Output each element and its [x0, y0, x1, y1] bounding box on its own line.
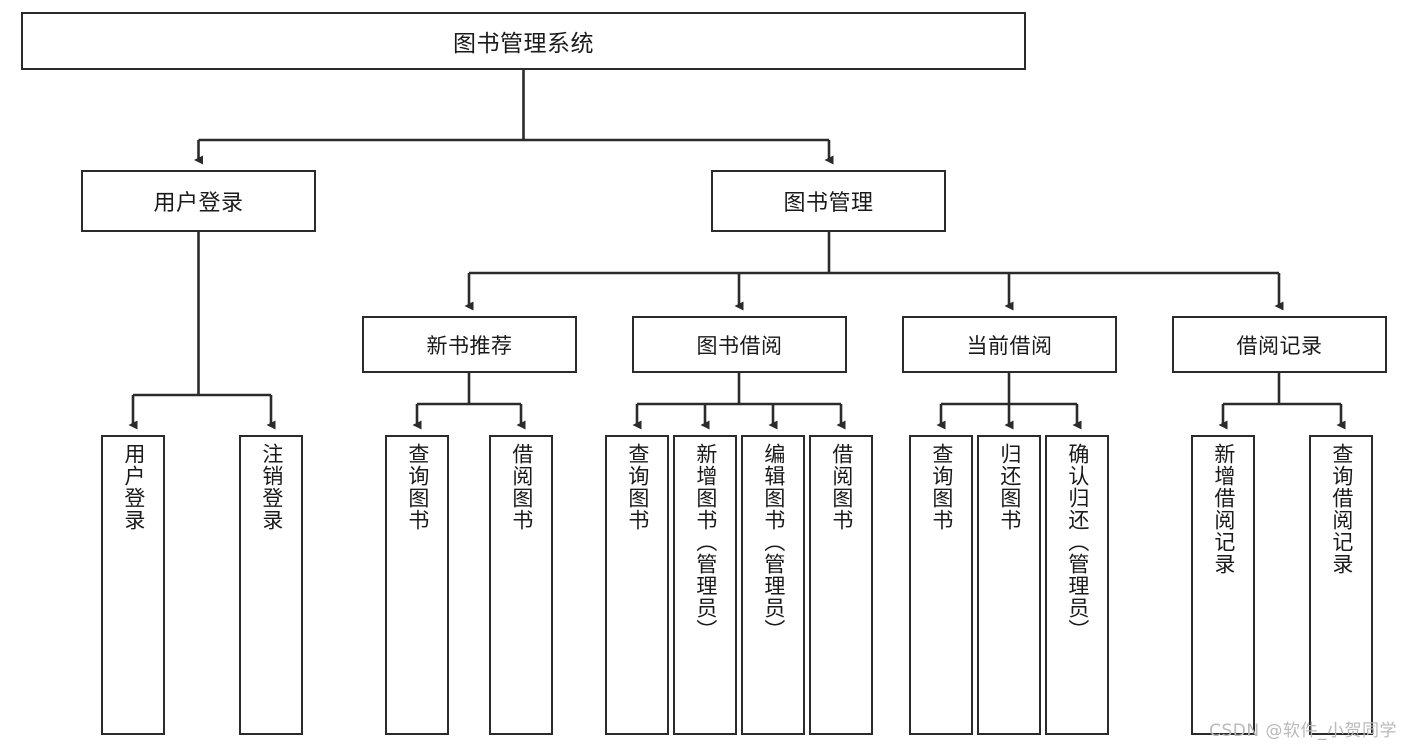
watermark-text: CSDN @软件_小贺同学	[1209, 721, 1397, 741]
node-label: 新增借阅记录	[1211, 443, 1236, 575]
node-label: 查询图书	[625, 443, 650, 531]
leaf-current-borrow-return-book[interactable]: 归还图书	[977, 435, 1041, 735]
node-label: 用户登录	[121, 443, 146, 531]
leaf-book-borrow-query-book[interactable]: 查询图书	[605, 435, 669, 735]
node-label: 查询图书	[929, 443, 954, 531]
node-label: 图书管理系统	[453, 31, 594, 57]
node-current-borrow[interactable]: 当前借阅	[902, 316, 1117, 373]
leaf-book-borrow-edit-book-admin[interactable]: 编辑图书（管理员）	[741, 435, 805, 735]
node-label: 借阅图书	[829, 443, 854, 531]
leaf-user-login-logout[interactable]: 注销登录	[239, 435, 303, 735]
node-label: 新书推荐	[426, 333, 513, 358]
node-label: 图书借阅	[696, 333, 783, 358]
leaf-book-borrow-add-book-admin[interactable]: 新增图书（管理员）	[673, 435, 737, 735]
leaf-current-borrow-query-book[interactable]: 查询图书	[909, 435, 973, 735]
node-user-login[interactable]: 用户登录	[81, 170, 316, 232]
node-borrow-record[interactable]: 借阅记录	[1172, 316, 1387, 373]
node-root-book-management-system[interactable]: 图书管理系统	[21, 12, 1026, 70]
node-label: 查询借阅记录	[1329, 443, 1354, 575]
node-label: 确认归还（管理员）	[1065, 443, 1090, 641]
node-label: 编辑图书（管理员）	[761, 443, 786, 641]
node-label: 借阅记录	[1236, 333, 1323, 358]
node-label: 查询图书	[405, 443, 430, 531]
node-label: 当前借阅	[966, 333, 1053, 358]
leaf-book-borrow-borrow-book[interactable]: 借阅图书	[809, 435, 873, 735]
node-label: 图书管理	[783, 191, 874, 216]
node-label: 归还图书	[997, 443, 1022, 531]
leaf-new-book-query-book[interactable]: 查询图书	[385, 435, 449, 735]
node-label: 借阅图书	[509, 443, 534, 531]
leaf-user-login-login[interactable]: 用户登录	[101, 435, 165, 735]
node-book-borrow[interactable]: 图书借阅	[632, 316, 847, 373]
node-new-book-recommend[interactable]: 新书推荐	[362, 316, 577, 373]
leaf-borrow-record-add-record[interactable]: 新增借阅记录	[1191, 435, 1255, 735]
node-label: 用户登录	[153, 191, 244, 216]
leaf-borrow-record-query-record[interactable]: 查询借阅记录	[1309, 435, 1373, 735]
node-book-management[interactable]: 图书管理	[711, 170, 946, 232]
leaf-current-borrow-confirm-return-admin[interactable]: 确认归还（管理员）	[1045, 435, 1109, 735]
node-label: 注销登录	[259, 443, 284, 531]
leaf-new-book-borrow-book[interactable]: 借阅图书	[489, 435, 553, 735]
node-label: 新增图书（管理员）	[693, 443, 718, 641]
